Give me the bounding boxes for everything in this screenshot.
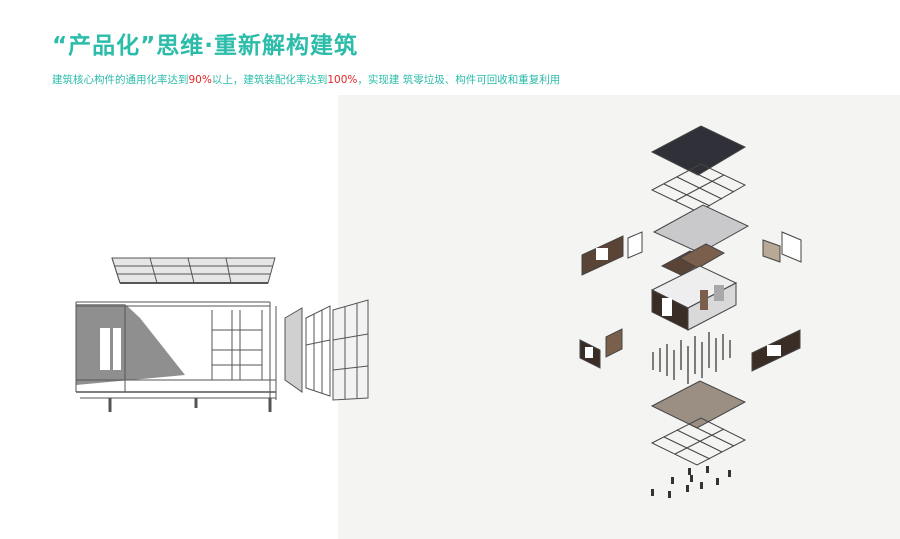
subtitle-highlight-1: 90% <box>188 74 212 86</box>
floor-frame <box>650 417 747 466</box>
floor-panel <box>650 380 747 429</box>
floating-roof-panel <box>111 257 276 284</box>
subtitle-text-2: 以上，建筑装配化率达到 <box>211 74 328 86</box>
subtitle-text-1: 建筑核心构件的通用化率达到 <box>52 74 189 86</box>
core-module <box>650 265 738 331</box>
ceiling-panel <box>652 204 750 254</box>
left-wall-panels <box>579 231 643 369</box>
cutaway-module-drawing <box>75 257 369 412</box>
diagram-background <box>338 95 900 539</box>
subtitle-highlight-2: 100% <box>327 74 358 86</box>
building-frame <box>75 301 277 412</box>
roof-panel <box>650 125 747 176</box>
exploded-axonometric-diagram <box>579 125 802 498</box>
wood-slabs <box>660 243 726 276</box>
page-subtitle: 建筑核心构件的通用化率达到90%以上，建筑装配化率达到100%，实现建 筑零垃圾… <box>52 72 560 87</box>
page-title: “产品化”思维·重新解构建筑 <box>52 33 358 59</box>
roof-frame <box>650 163 747 213</box>
subtitle-text-3: ，实现建 筑零垃圾、构件可回收和重复利用 <box>357 74 561 86</box>
structural-columns <box>652 332 731 384</box>
foundation-piers <box>651 466 731 498</box>
exploded-facade-panels <box>284 299 369 401</box>
right-wall-panels <box>751 231 802 372</box>
